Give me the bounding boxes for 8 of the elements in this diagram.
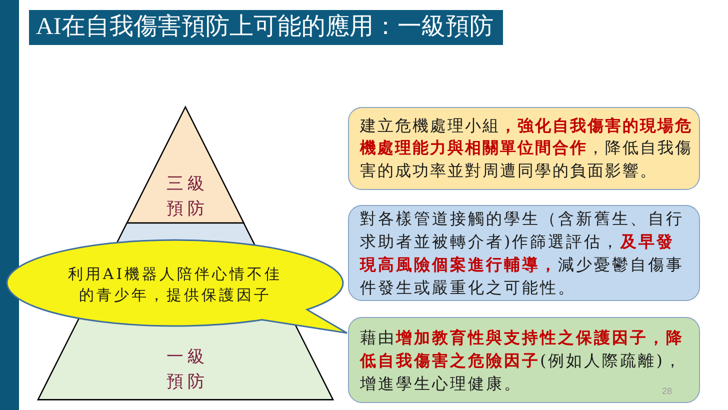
speech-bubble: 利用AI機器人陪伴心情不佳的青少年，提供保護因子 [6, 239, 348, 334]
info-card: 對各樣管道接觸的學生（含新舊生、自行求助者並被轉介者)作篩選評估，及早發現高風險個案進行輔導，減少憂鬱自傷事件發生或嚴重化之可能性。 [348, 205, 700, 301]
page-number: 28 [662, 386, 672, 397]
pyramid-tier [116, 222, 256, 246]
slide-title: AI在自我傷害預防上可能的應用：一級預防 [29, 10, 503, 45]
pyramid-tier: 一級預防 [37, 317, 334, 401]
info-card: 建立危機處理小組，強化自我傷害的現場危機處理能力與相關單位間合作，降低自我傷害的成功率並對周遭同學的負面影響。 [348, 107, 700, 190]
pyramid-tier: 三級預防 [126, 106, 245, 224]
